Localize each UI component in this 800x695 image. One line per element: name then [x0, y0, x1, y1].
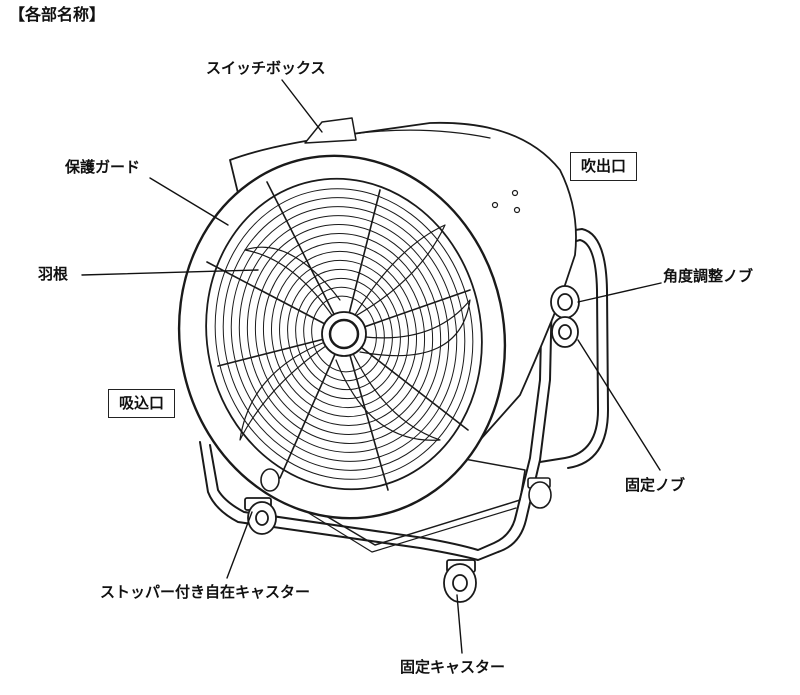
fixed-caster [443, 559, 477, 603]
rear-caster-right [527, 477, 552, 509]
stopper-caster [244, 497, 277, 535]
fan-blades [239, 224, 471, 441]
rear-caster-left [260, 468, 280, 492]
label-angle-knob: 角度調整ノブ [663, 267, 754, 285]
angle-knob [550, 285, 580, 348]
leader-lines [81, 79, 662, 654]
label-fixed-knob: 固定ノブ [625, 476, 686, 494]
label-blade: 羽根 [38, 265, 69, 283]
header-title: 【各部名称】 [9, 5, 106, 24]
label-inlet: 吸込口 [108, 389, 176, 418]
label-stopper-caster: ストッパー付き自在キャスター [100, 583, 311, 601]
label-guard: 保護ガード [65, 158, 141, 176]
guard-rings [214, 188, 474, 480]
label-switch-box: スイッチボックス [206, 59, 326, 77]
label-fixed-caster: 固定キャスター [400, 658, 506, 676]
switch-box [304, 117, 357, 144]
label-outlet: 吹出口 [570, 152, 638, 181]
